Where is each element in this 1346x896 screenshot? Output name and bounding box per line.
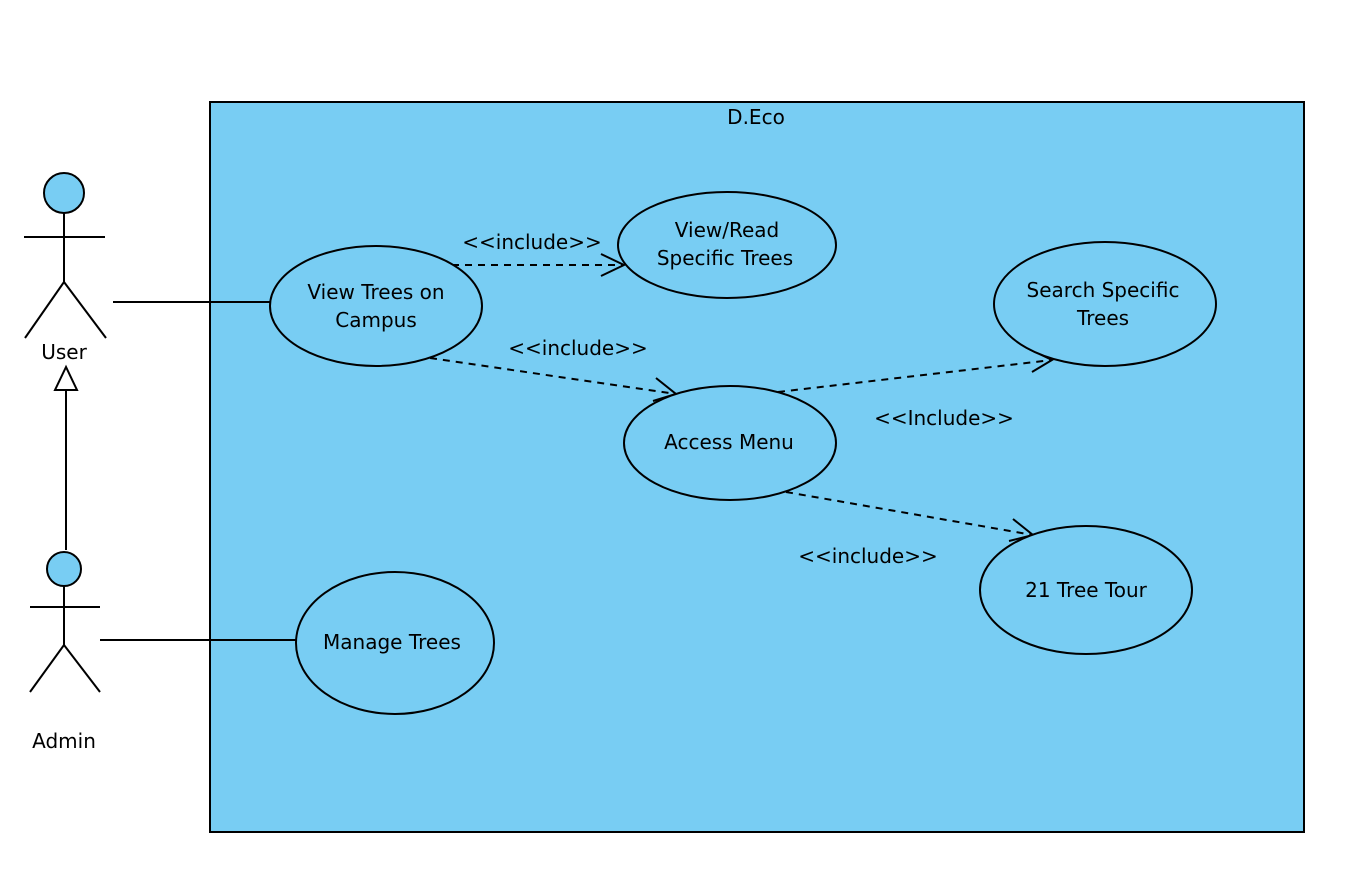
generalization-arrow	[53, 364, 79, 550]
actor-user: User	[24, 172, 107, 364]
actor-admin-leg-left	[29, 644, 65, 693]
actor-user-head	[43, 172, 85, 214]
use-case-search-line1: Search Specific	[1027, 278, 1180, 302]
use-case-view-trees: View Trees on Campus	[269, 245, 483, 367]
actor-user-leg-right	[63, 281, 107, 339]
include-view-read-arrowhead	[600, 253, 627, 277]
use-case-view-read-line1: View/Read	[675, 218, 779, 242]
include-access-menu: <<include>>	[429, 336, 679, 402]
generalization-arrowhead	[53, 364, 79, 391]
use-case-search-line2: Trees	[1076, 306, 1129, 330]
use-case-search: Search Specific Trees	[993, 241, 1217, 367]
use-case-search-ellipse	[993, 241, 1217, 367]
actor-admin-label: Admin	[32, 729, 96, 753]
use-case-view-read-line2: Specific Trees	[657, 246, 793, 270]
actor-admin: Admin	[29, 551, 101, 753]
use-case-view-trees-ellipse	[269, 245, 483, 367]
include-access-menu-label: <<include>>	[508, 336, 648, 360]
include-view-read-label: <<include>>	[462, 230, 602, 254]
actor-user-label: User	[41, 340, 87, 364]
include-search-label: <<Include>>	[874, 406, 1014, 430]
use-case-manage-ellipse	[295, 571, 495, 715]
include-view-read: <<include>>	[452, 230, 627, 277]
use-case-access-menu-ellipse	[623, 385, 837, 501]
include-search: <<Include>>	[777, 348, 1055, 430]
use-case-tour: 21 Tree Tour	[979, 525, 1193, 655]
use-case-view-trees-line1: View Trees on	[307, 280, 444, 304]
use-case-tour-label: 21 Tree Tour	[1025, 578, 1148, 602]
actor-admin-leg-right	[63, 644, 101, 693]
use-case-view-read-ellipse	[617, 191, 837, 299]
include-access-menu-line	[429, 357, 677, 395]
actor-admin-head	[46, 551, 82, 587]
use-case-tour-ellipse	[979, 525, 1193, 655]
include-tour-label: <<include>>	[798, 544, 938, 568]
system-title: D.Eco	[727, 105, 785, 129]
include-search-line	[777, 359, 1053, 393]
use-case-view-trees-line2: Campus	[335, 308, 417, 332]
actor-user-leg-left	[24, 281, 65, 339]
use-case-manage: Manage Trees	[295, 571, 495, 715]
include-tour-line	[785, 491, 1034, 536]
use-case-manage-label: Manage Trees	[323, 630, 461, 654]
use-case-access-menu: Access Menu	[623, 385, 837, 501]
use-case-view-read: View/Read Specific Trees	[617, 191, 837, 299]
include-tour: <<include>>	[785, 491, 1036, 568]
use-case-access-menu-label: Access Menu	[664, 430, 794, 454]
